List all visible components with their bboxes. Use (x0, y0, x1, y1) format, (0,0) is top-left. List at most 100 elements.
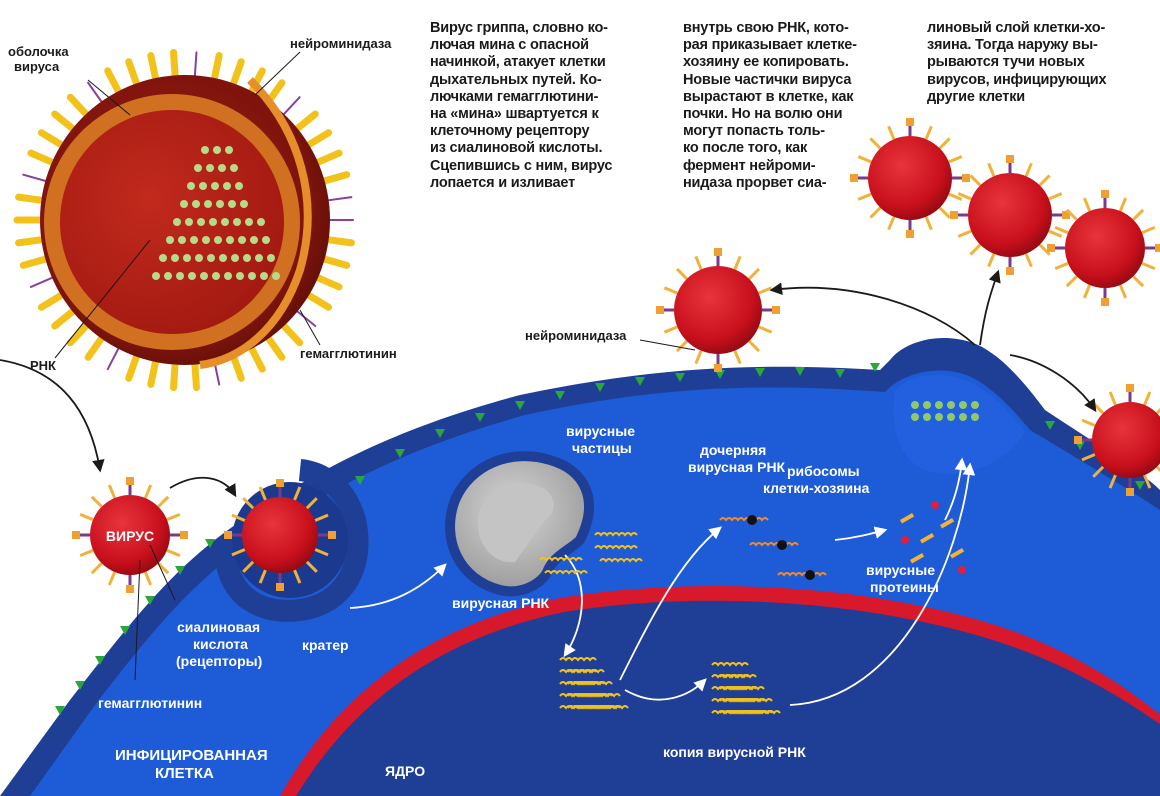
label-infected-cell-2: КЛЕТКА (155, 765, 214, 782)
label-virus-shell-2: вируса (14, 59, 60, 74)
virus-spike (696, 351, 701, 364)
label-viral-proteins-2: протеины (870, 579, 939, 595)
label-nucleus: ЯДРО (385, 763, 425, 779)
rna-bead (224, 272, 232, 280)
text-line: могут попасть толь- (683, 123, 903, 140)
virus-spike (1084, 285, 1089, 298)
rna-bead (199, 182, 207, 190)
protein-dot (931, 501, 939, 509)
label-virus-shell-1: оболочка (8, 44, 69, 59)
rna-bead (226, 236, 234, 244)
text-line: линовый слой клетки-хо- (927, 20, 1147, 37)
virus-spike (749, 341, 759, 351)
virus-spike-tip (714, 248, 722, 256)
virus-spike (1133, 210, 1143, 220)
virus-spike (1142, 263, 1155, 268)
virus-spike (870, 208, 880, 218)
rna-bead (260, 272, 268, 280)
virus-spike (970, 245, 980, 255)
virus-spike (1049, 194, 1062, 199)
rna-bead (236, 272, 244, 280)
virus-spike (1142, 227, 1155, 232)
rna-bead (235, 182, 243, 190)
virus-spike (158, 563, 168, 573)
rna-bead (185, 218, 193, 226)
rna-bead (164, 272, 172, 280)
label-sialic-3: (рецепторы) (176, 653, 262, 669)
label-ribosomes-2: клетки-хозяина (763, 480, 870, 496)
rna-bead (192, 200, 200, 208)
virus-spike (926, 126, 931, 139)
text-line: рываются тучи новых (927, 54, 1147, 71)
virus-spike-tip (328, 531, 336, 539)
virus-spike-tip (656, 306, 664, 314)
packaged-rna-bead (911, 401, 919, 409)
rna-bead (255, 254, 263, 262)
rna-bead (173, 218, 181, 226)
rna-bead (211, 182, 219, 190)
virus-spike (1055, 263, 1068, 268)
virus-spike (1067, 276, 1077, 286)
text-line: из сиалиновой кислоты. (430, 140, 650, 157)
rna-bead (200, 272, 208, 280)
text-line: вирусов, инфицирующих (927, 72, 1147, 89)
virus-spike (759, 327, 772, 332)
rna-bead (248, 272, 256, 280)
label-viral-rna: вирусная РНК (452, 595, 550, 611)
virus-spike (1040, 175, 1050, 185)
packaged-rna-bead (911, 413, 919, 421)
rna-bead (212, 272, 220, 280)
virus-spike (940, 208, 950, 218)
leader-hemagglutinin-top (300, 310, 320, 345)
rna-bead (206, 164, 214, 172)
virus-spike (735, 256, 740, 269)
virus-spike (696, 256, 701, 269)
label-hemagglutinin-top: гемагглютинин (300, 346, 397, 361)
virus-spike-tip (1006, 155, 1014, 163)
virus-spike (167, 514, 180, 519)
virus-spike (145, 572, 150, 585)
virus-spike-tip (1155, 244, 1160, 252)
label-sialic-1: сиалиновая (177, 619, 260, 635)
virus-spike (109, 572, 114, 585)
virus-released-left (656, 248, 780, 372)
virus-body (968, 173, 1052, 257)
virus-spike-tip (126, 585, 134, 593)
text-line: Сцепившись с ним, вирус (430, 158, 650, 175)
rna-bead (214, 236, 222, 244)
rna-bead (166, 236, 174, 244)
text-column-1: Вирус гриппа, словно ко- лючая мина с оп… (430, 20, 650, 192)
virus-spike-tip (72, 531, 80, 539)
packaged-rna-bead (971, 401, 979, 409)
packaged-rna-bead (935, 401, 943, 409)
virus-spike (145, 485, 150, 498)
rna-bead (216, 200, 224, 208)
text-line: вырастают в клетке, как (683, 89, 903, 106)
packaged-rna-bead (971, 413, 979, 421)
packaged-rna-bead (935, 413, 943, 421)
rna-bead (245, 218, 253, 226)
text-column-3: линовый слой клетки-хо- зяина. Тогда нар… (927, 20, 1147, 106)
virus-spike (664, 288, 677, 293)
text-line: хозяину ее копировать. (683, 54, 903, 71)
infected-cell (0, 338, 1160, 796)
label-daughter-rna-2: вирусная РНК (688, 459, 786, 475)
text-line: лючками гемагглютини- (430, 89, 650, 106)
packaged-rna-bead (923, 401, 931, 409)
virus-spike (92, 497, 102, 507)
virus-spike (158, 497, 168, 507)
label-viral-particles-2: частицы (572, 440, 632, 456)
rna-bead (194, 164, 202, 172)
rna-bead (213, 146, 221, 154)
label-rna-copy: копия вирусной РНК (663, 744, 806, 760)
rna-bead (180, 200, 188, 208)
virus-spike (1145, 392, 1150, 405)
label-daughter-rna-1: дочерняя (700, 442, 766, 458)
rna-bead (183, 254, 191, 262)
rna-bead (152, 272, 160, 280)
rna-bead (188, 272, 196, 280)
virus-spike (749, 269, 759, 279)
protein-dot (958, 566, 966, 574)
rna-bead (202, 236, 210, 244)
